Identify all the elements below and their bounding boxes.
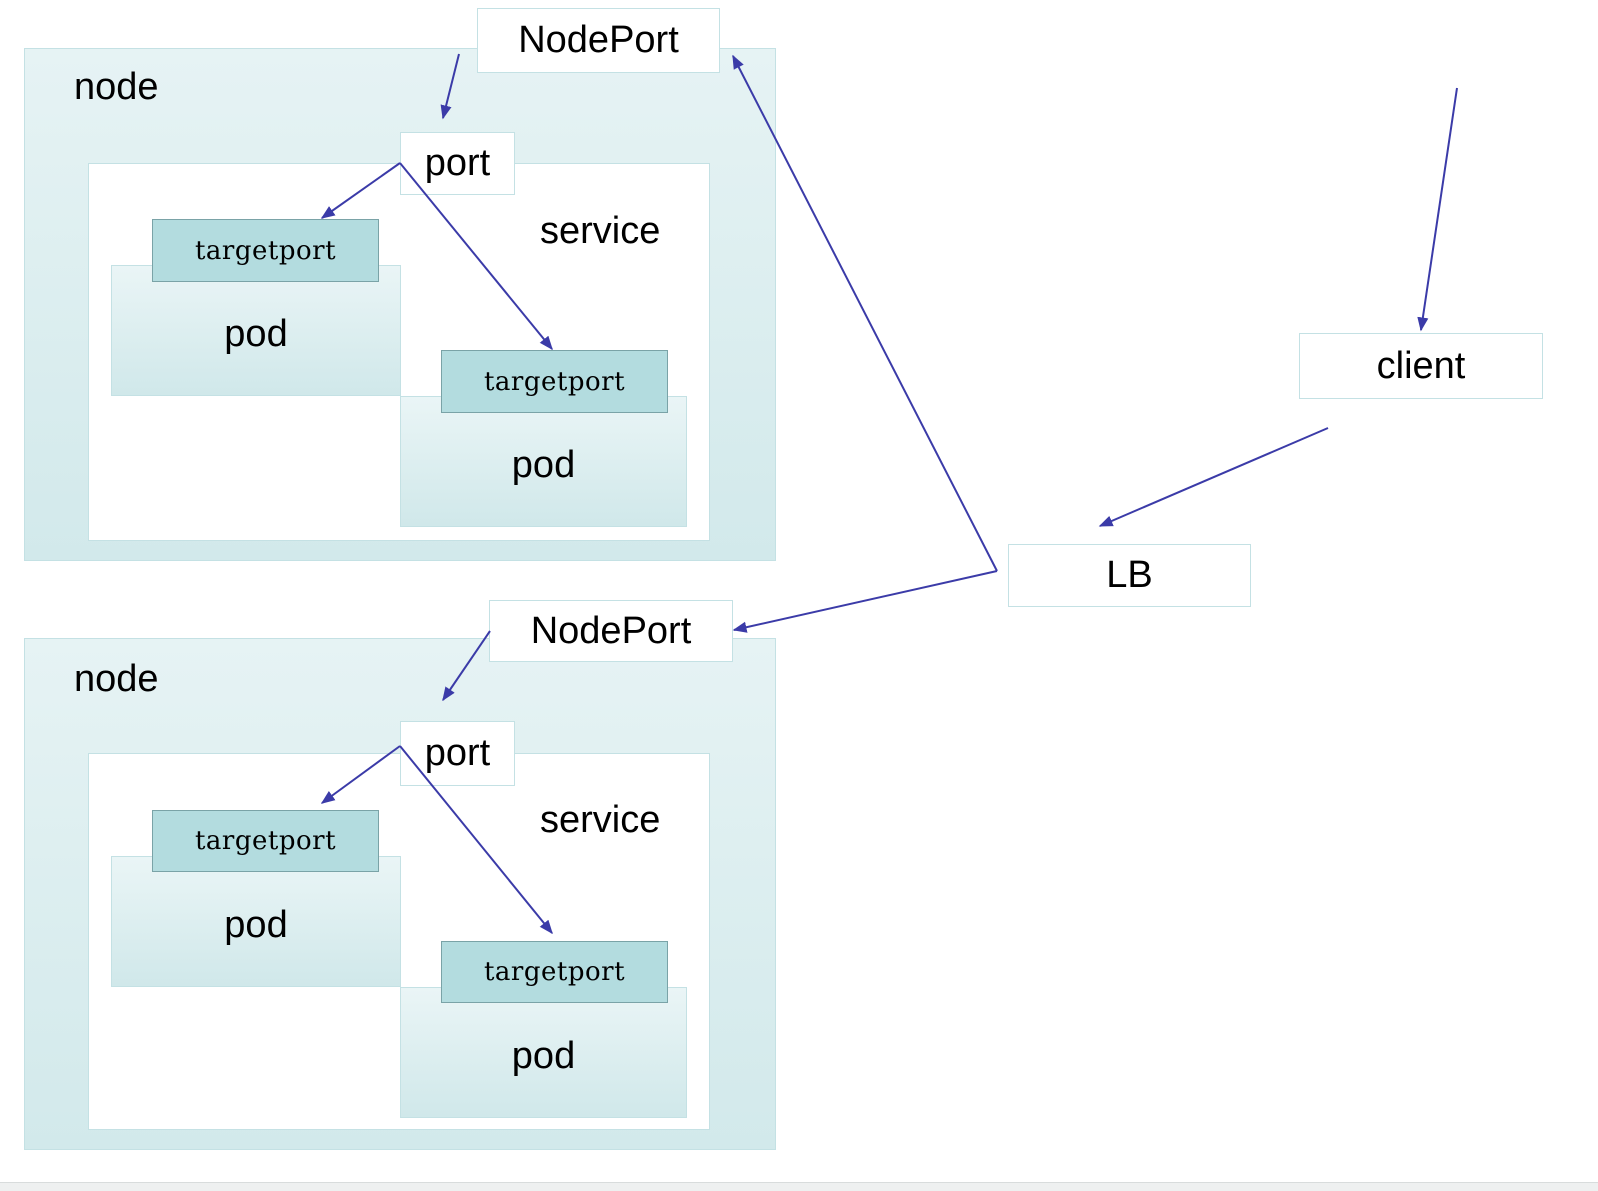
node-1-label: node [74,66,159,108]
port-1: port [400,132,515,195]
port-2: port [400,721,515,786]
arrow-nodeport-1-to-port [440,53,460,120]
lb-box: LB [1008,544,1251,607]
pod-2b-label: pod [511,1035,576,1077]
targetport-2a: targetport [152,810,379,872]
arrow-client-to-lb [1098,427,1329,527]
nodeport-1: NodePort [477,8,720,73]
pod-1a: pod [111,265,401,396]
pod-2a-label: pod [224,904,288,946]
service-1-label: service [540,210,661,252]
arrow-incoming-client [1417,87,1458,332]
arrow-nodeport-2-to-port [442,630,491,702]
targetport-2b: targetport [441,941,668,1003]
client-box: client [1299,333,1543,399]
bottom-edge [0,1182,1598,1191]
pod-1a-label: pod [224,313,288,355]
targetport-1b: targetport [441,350,668,413]
nodeport-2: NodePort [489,600,733,662]
pod-1b: pod [400,396,687,527]
arrow-lb-to-nodeport-1 [732,54,998,572]
pod-2b: pod [400,987,687,1118]
arrow-port-1-to-targetport-1a [320,162,401,219]
arrow-port-2-to-targetport-2a [320,745,401,804]
targetport-1a: targetport [152,219,379,282]
arrow-port-2-to-targetport-2b [399,745,553,935]
pod-2a: pod [111,856,401,987]
arrow-lb-to-nodeport-2 [732,570,998,633]
pod-1b-label: pod [511,444,576,486]
node-2-label: node [74,658,159,700]
arrow-port-1-to-targetport-1b [399,162,553,351]
service-2-label: service [540,799,661,841]
